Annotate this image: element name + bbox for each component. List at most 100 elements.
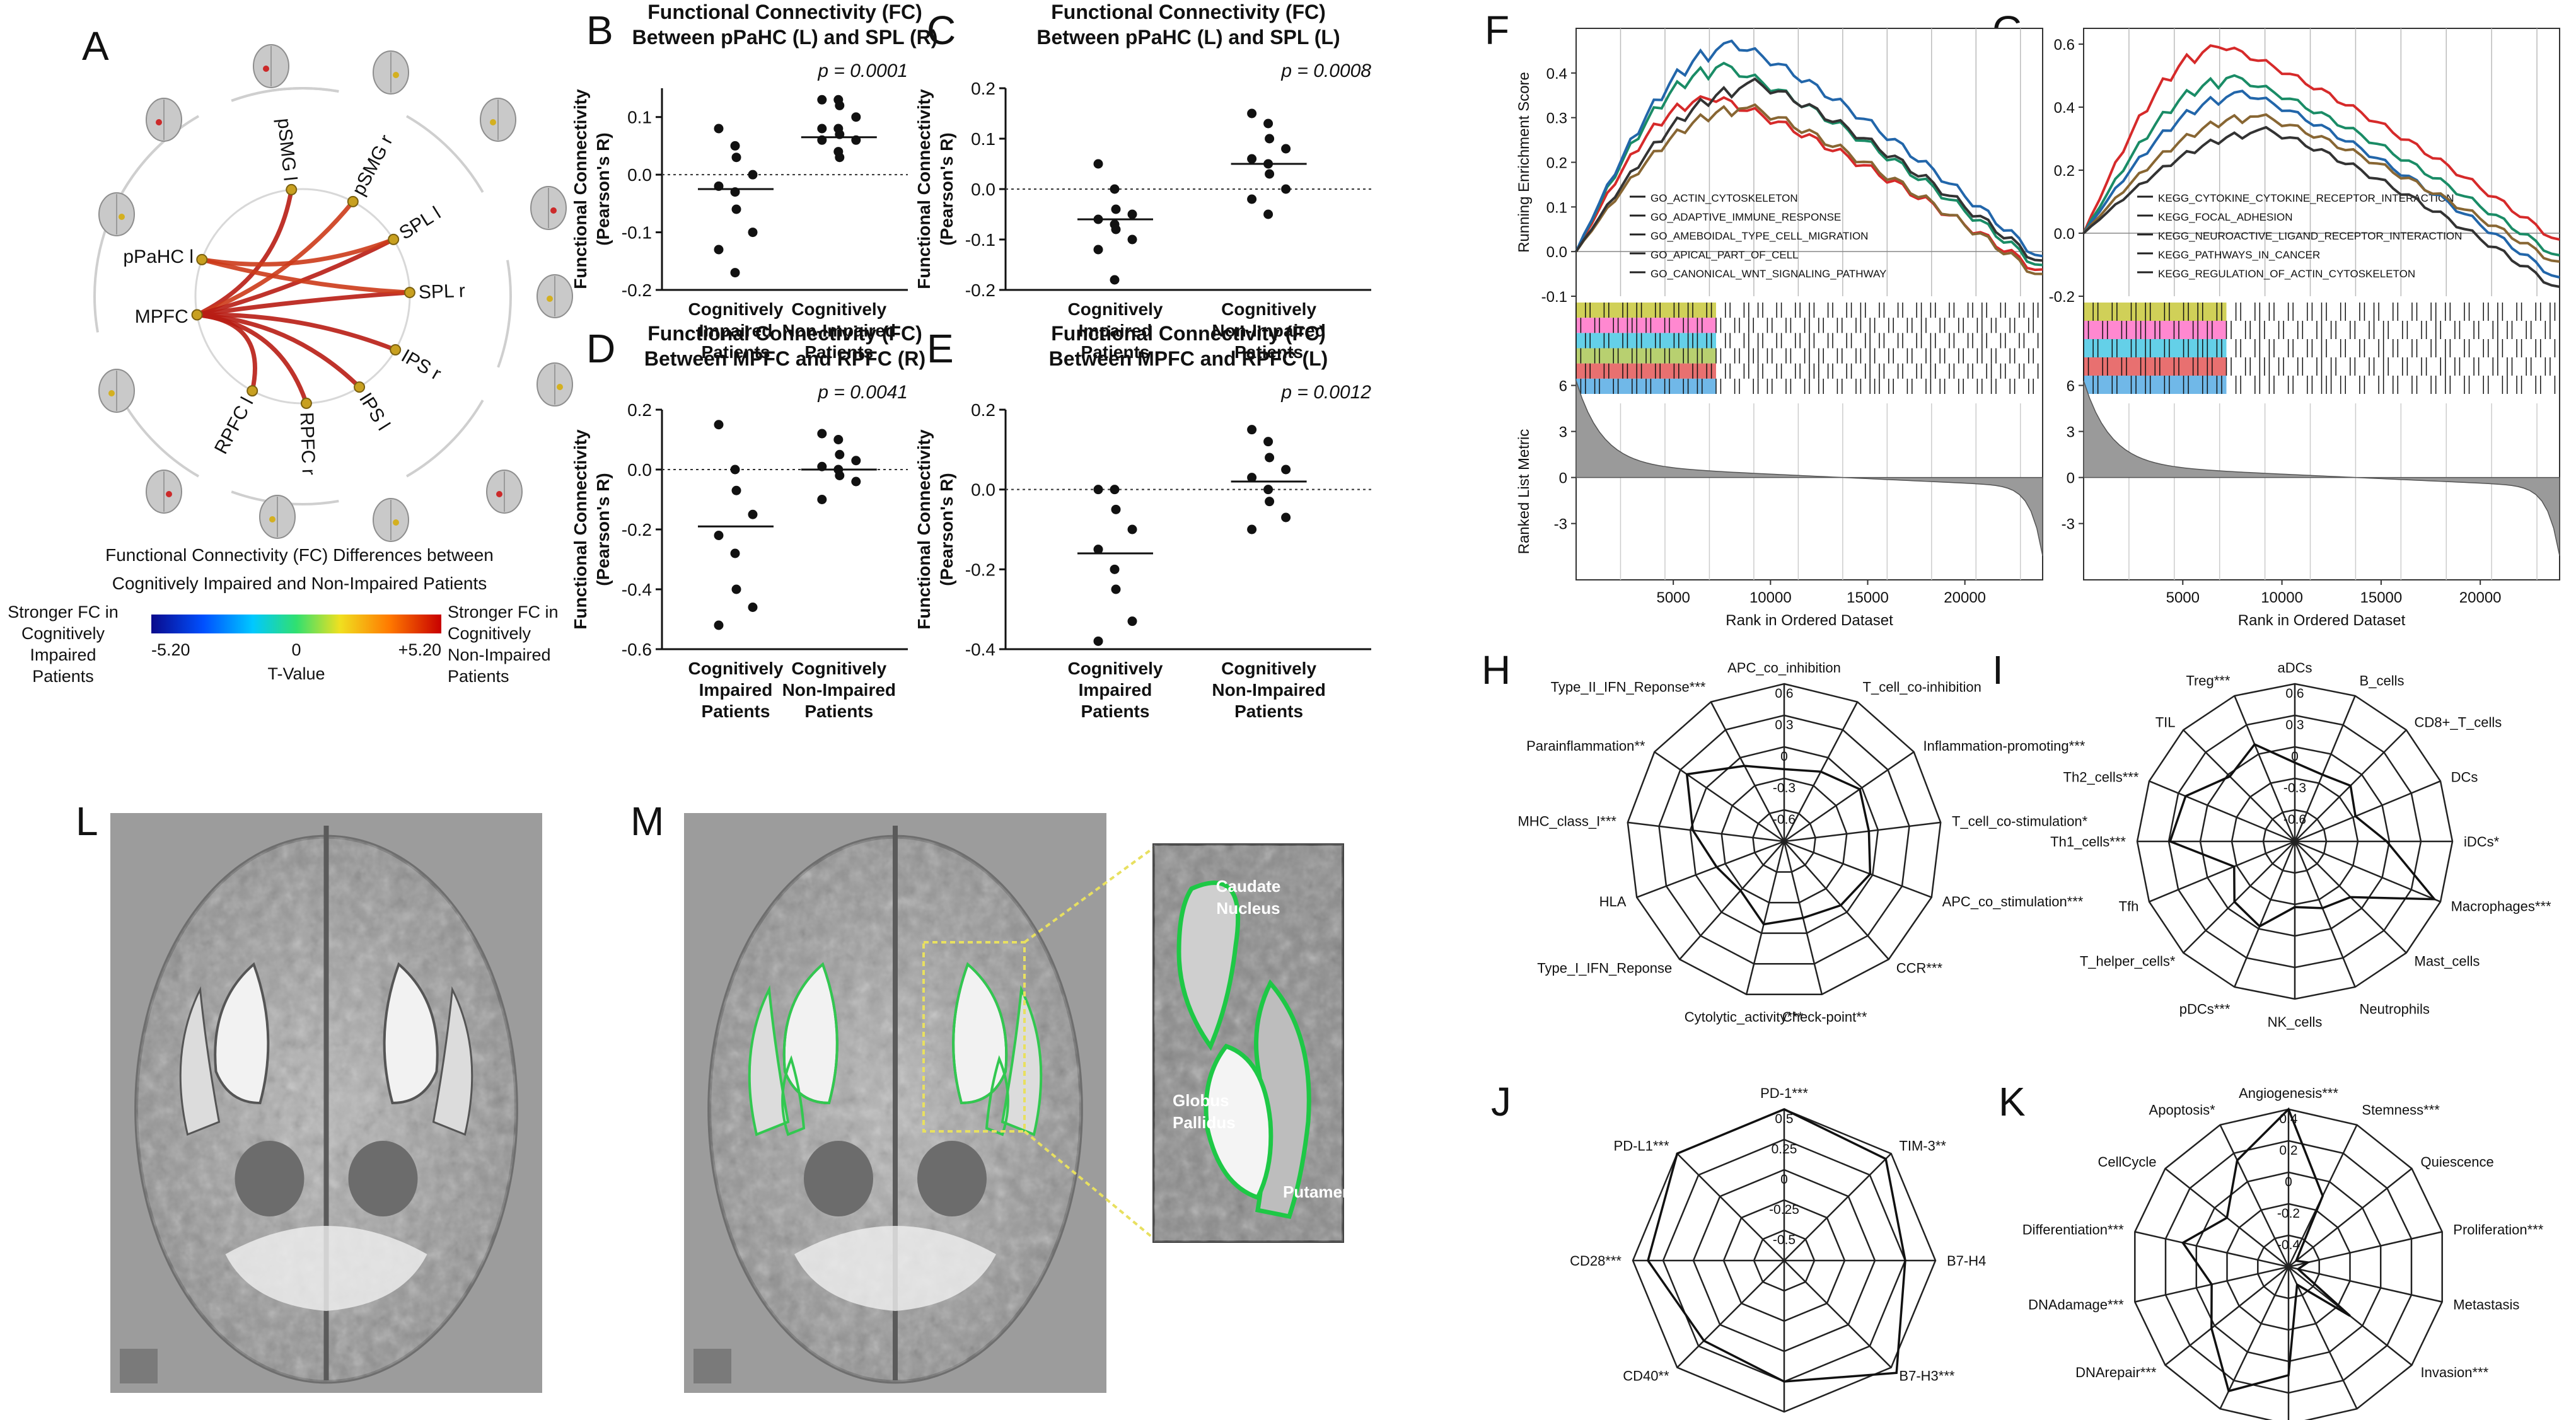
- x-category-label: Cognitively: [688, 659, 784, 678]
- y-tick-label: 0.1: [627, 108, 652, 127]
- enrichment-curve: [2082, 113, 2560, 263]
- roi-putamen: [1001, 984, 1043, 1136]
- data-point: [730, 465, 740, 475]
- data-point: [1265, 134, 1275, 144]
- data-point: [748, 509, 758, 519]
- enrichment-curve: [2082, 89, 2560, 279]
- radar-spoke: [2288, 1231, 2443, 1268]
- radar-tick-label: 0: [1780, 749, 1788, 764]
- y2-tick-label: -3: [1554, 516, 1567, 533]
- x-category-label: Patients: [804, 701, 873, 721]
- gsea-panel-g: 0.60.40.20.0-0.2KEGG_CYTOKINE_CYTOKINE_R…: [2049, 28, 2560, 629]
- radar-axis-label: B_cells: [2360, 672, 2405, 688]
- node-label: pSMG r: [348, 132, 397, 199]
- radar-axis-label: Inflammation-promoting***: [1923, 738, 2086, 754]
- posterior-bright: [225, 1226, 427, 1311]
- x-category-label: Impaired: [1079, 680, 1152, 700]
- x-tick-label: 20000: [1944, 589, 1986, 606]
- radar-axis-label: Treg***: [2186, 672, 2231, 688]
- radar-axis-label: DNArepair***: [2075, 1365, 2157, 1380]
- radar-axis-label: Invasion***: [2421, 1365, 2489, 1380]
- radar-axis-label: B7-H4: [1947, 1253, 1986, 1269]
- y-tick-label: -0.1: [1541, 289, 1567, 306]
- posterior-bright: [794, 1226, 996, 1311]
- roi-pallidus: [781, 1055, 806, 1136]
- enrichment-curve: [2082, 44, 2560, 241]
- radar-axis-label: HLA: [1599, 894, 1627, 909]
- data-point: [1247, 194, 1257, 204]
- chart-subtitle: Between pPaHC (L) and SPL (L): [1036, 26, 1340, 49]
- radar-axis-label: Type_II_IFN_Reponse***: [1551, 679, 1706, 695]
- legend-entry: KEGG_CYTOKINE_CYTOKINE_RECEPTOR_INTERACT…: [2158, 192, 2454, 204]
- hit-band: [2084, 339, 2227, 357]
- hit-band: [1576, 363, 1716, 379]
- panel-letter-a: A: [82, 23, 109, 69]
- radar-tick-label: -0.25: [1769, 1203, 1799, 1217]
- data-point: [1093, 245, 1103, 255]
- radar-tick-label: -0.2: [2277, 1206, 2300, 1221]
- x-axis-label: Rank in Ordered Dataset: [2238, 612, 2406, 629]
- radar-data-polygon: [2168, 742, 2437, 928]
- y-tick-label: 0.0: [971, 180, 995, 199]
- radar-axis-label: CD28***: [1570, 1253, 1622, 1269]
- brain-roi-dot: [393, 519, 399, 526]
- enrichment-curve: [1575, 39, 2043, 258]
- y-tick-label: 0.0: [971, 480, 995, 500]
- y-axis-label: Functional Connectivity: [914, 89, 934, 289]
- colorbar-min-label: -5.20: [151, 640, 190, 659]
- radar-axis-label: DNAdamage***: [2028, 1297, 2124, 1313]
- radar-spoke: [1679, 841, 1785, 960]
- data-point: [748, 170, 758, 180]
- radar-spoke: [1784, 840, 1932, 898]
- data-point: [835, 153, 845, 163]
- y-tick-label: -0.2: [2049, 289, 2075, 306]
- y-axis-label: Functional Connectivity: [571, 429, 590, 630]
- chart-subtitle: Between MPFC and RPFC (L): [1049, 347, 1328, 370]
- thalamus-left: [235, 1141, 305, 1216]
- brain-roi-dot: [393, 72, 399, 78]
- p-value: p = 0.0001: [817, 61, 908, 81]
- colorbar-right-note: Cognitively: [448, 624, 531, 643]
- y2-tick-label: 0: [1559, 470, 1567, 487]
- zoom-connector: [1023, 1130, 1155, 1240]
- caudate-right: [383, 962, 439, 1105]
- anatomy-label: Nucleus: [1216, 899, 1280, 918]
- radar-spoke: [1636, 840, 1785, 898]
- data-point: [714, 531, 724, 540]
- radar-tick-label: 0.2: [2279, 1143, 2297, 1158]
- radar-spoke: [2294, 840, 2441, 903]
- radar-axis-label: TIL: [2155, 714, 2176, 730]
- radar-axis-label: Mast_cells: [2415, 954, 2480, 969]
- y-tick-label: 0.6: [2054, 37, 2075, 54]
- x-category-label: Cognitively: [688, 299, 784, 319]
- x-category-label: Cognitively: [1221, 299, 1316, 319]
- hit-band: [1576, 303, 1716, 318]
- radar-tick-label: 0: [2291, 749, 2299, 764]
- radar-axis-label: Quiescence: [2421, 1154, 2494, 1170]
- x-tick-label: 15000: [2360, 589, 2403, 606]
- putamen-left: [179, 986, 221, 1136]
- y-tick-label: -0.2: [622, 280, 652, 300]
- colorbar-left-note: Patients: [32, 667, 94, 686]
- panel-a-caption: Functional Connectivity (FC) Differences…: [105, 545, 494, 565]
- brain-roi-dot: [550, 207, 557, 214]
- radar-grid-ring: [1752, 809, 1816, 873]
- node-label: pPaHC l: [123, 246, 194, 267]
- radar-spoke: [1627, 821, 1785, 843]
- data-point: [1281, 184, 1291, 194]
- brain-roi-dot: [166, 491, 172, 497]
- data-point: [731, 584, 741, 594]
- radar-axis-label: Type_I_IFN_Reponse: [1537, 961, 1672, 976]
- brain-roi-dot: [547, 296, 553, 302]
- roi-pallidus: [985, 1055, 1009, 1136]
- radar-spoke: [1784, 751, 1915, 843]
- radar-grid-ring: [1658, 714, 1910, 965]
- y-axis-label: Functional Connectivity: [914, 429, 934, 630]
- radar-data-polygon: [1647, 1108, 1906, 1383]
- data-point: [1265, 453, 1275, 463]
- x-category-label: Patients: [1234, 701, 1303, 721]
- radar-axis-label: APC_co_inhibition: [1727, 660, 1841, 676]
- data-point: [1281, 144, 1291, 154]
- radar-axis-label: aDCs: [2277, 660, 2312, 676]
- legend-entry: GO_APICAL_PART_OF_CELL: [1651, 249, 1799, 261]
